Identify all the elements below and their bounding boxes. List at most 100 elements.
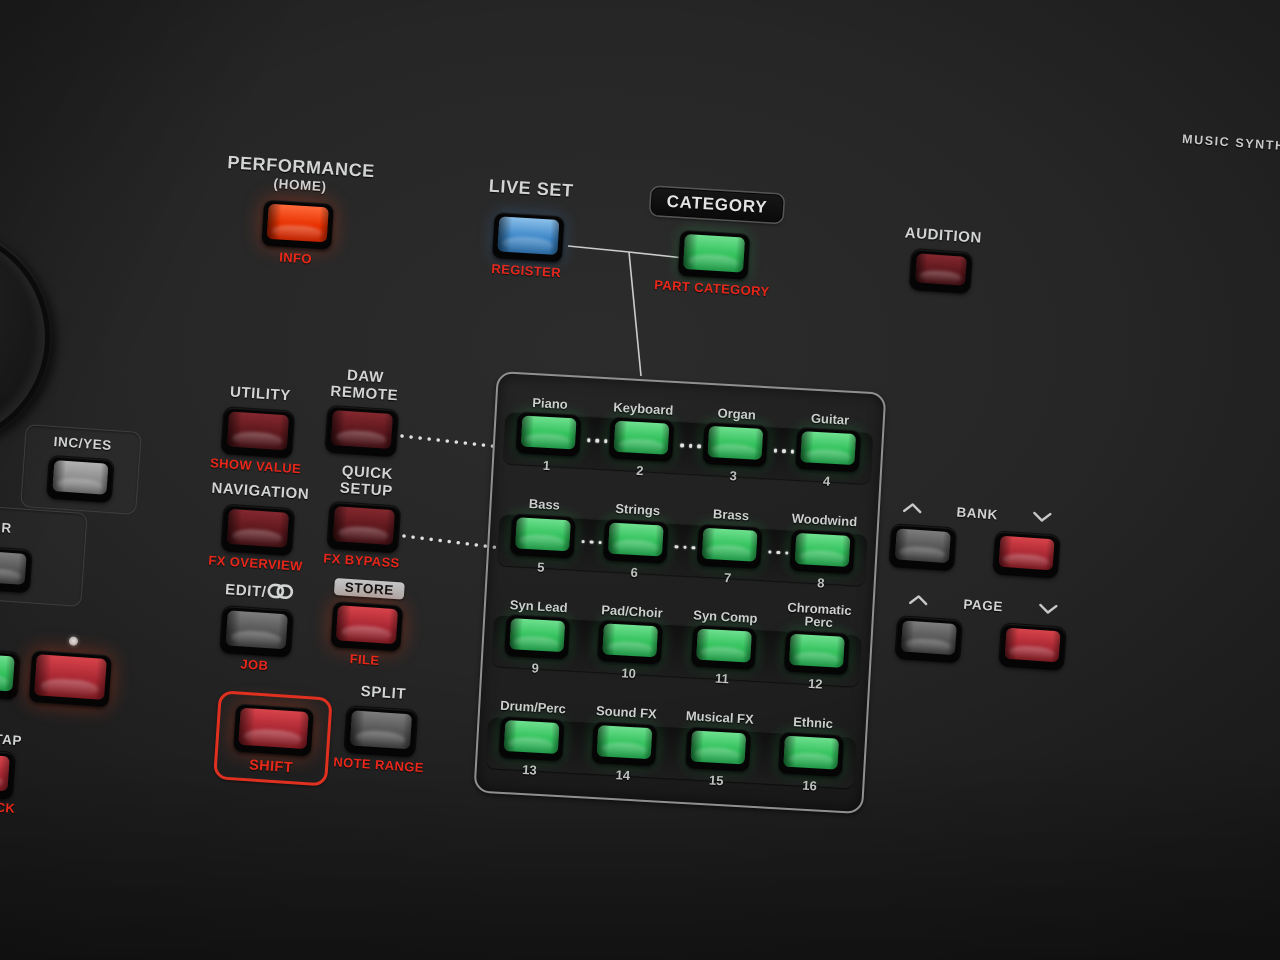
page-group: PAGE <box>893 591 1069 670</box>
cell-label: Bass <box>528 496 561 513</box>
cell-label: Sound FX <box>595 703 658 722</box>
page-down-button[interactable] <box>999 623 1066 670</box>
edit-label: EDIT/ <box>224 580 294 604</box>
category-button-10[interactable] <box>597 619 664 665</box>
data-dial[interactable] <box>0 228 50 446</box>
partial-left-label: R <box>0 520 13 536</box>
split-group: SPLIT NOTE RANGE <box>326 682 436 775</box>
cell-label: Musical FX <box>685 708 755 728</box>
performance-group: PERFORMANCE (HOME) INFO <box>185 150 411 272</box>
bank-group: BANK <box>887 499 1063 578</box>
cell-label: Syn Lead <box>509 596 568 616</box>
store-shift-label: FILE <box>349 651 380 669</box>
category-button-15[interactable] <box>684 725 752 772</box>
quick-setup-label: QUICK SETUP <box>339 462 394 500</box>
inc-yes-label: INC/YES <box>53 433 113 454</box>
category-button-16[interactable] <box>778 730 845 777</box>
category-button-6[interactable] <box>602 517 670 564</box>
category-button-13[interactable] <box>498 715 565 761</box>
sequencer-red-button[interactable] <box>28 649 113 708</box>
store-button[interactable] <box>330 600 404 652</box>
category-button-4[interactable] <box>795 426 862 473</box>
led-indicator <box>68 636 79 646</box>
cell-number: 6 <box>630 564 639 580</box>
performance-sublabel: (HOME) <box>273 176 328 195</box>
bank-up-icon <box>902 500 923 519</box>
store-plaque: STORE <box>334 578 405 600</box>
bank-down-button[interactable] <box>993 531 1060 578</box>
cell-label: Brass <box>712 506 750 524</box>
navigation-label: NAVIGATION <box>210 479 310 504</box>
grid-cell: Guitar 4 <box>779 395 878 502</box>
cell-number: 14 <box>615 766 631 783</box>
cell-label: Strings <box>614 501 661 519</box>
page-up-button[interactable] <box>895 616 963 663</box>
bank-up-button[interactable] <box>889 524 957 571</box>
category-button[interactable] <box>677 229 751 280</box>
partial-tap-label: /TAP <box>0 731 23 749</box>
utility-button[interactable] <box>221 406 295 458</box>
category-button-9[interactable] <box>503 613 571 660</box>
category-grid: Piano 1 Keyboard 2 Organ 3 Guitar 4 <box>473 371 887 815</box>
partial-green-button[interactable] <box>0 648 21 699</box>
inc-yes-button[interactable] <box>46 455 114 503</box>
daw-remote-group: DAW REMOTE <box>312 366 413 457</box>
partial-lock-label: OCK <box>0 798 16 816</box>
shift-button[interactable] <box>232 703 314 757</box>
partial-red-button[interactable] <box>0 747 16 799</box>
cell-number: 15 <box>708 771 724 788</box>
cell-label: Ethnic <box>792 714 834 732</box>
live-set-button[interactable] <box>491 212 565 263</box>
navigation-button[interactable] <box>221 504 295 555</box>
audition-button[interactable] <box>909 248 973 293</box>
cell-label: Organ <box>717 405 757 423</box>
edit-button[interactable] <box>220 605 294 657</box>
grid-cell: Syn Lead 9 <box>488 582 587 689</box>
live-set-shift-label: REGISTER <box>490 261 562 281</box>
grid-cell: Piano 1 <box>499 379 598 486</box>
category-button-11[interactable] <box>690 624 757 670</box>
edit-shift-label: JOB <box>239 656 269 673</box>
page-up-icon <box>908 592 929 611</box>
category-button-8[interactable] <box>789 528 856 574</box>
live-set-group: LIVE SET REGISTER <box>456 174 602 283</box>
cell-number: 12 <box>807 675 823 692</box>
utility-label: UTILITY <box>229 383 292 405</box>
category-button-7[interactable] <box>696 522 763 569</box>
grid-cell: Woodwind 8 <box>773 496 872 603</box>
performance-button[interactable] <box>261 199 334 250</box>
cell-number: 13 <box>521 761 538 778</box>
cell-number: 8 <box>816 574 825 591</box>
category-button-14[interactable] <box>591 720 658 766</box>
bank-label: BANK <box>955 504 999 523</box>
navigation-shift-label: FX OVERVIEW <box>207 552 304 574</box>
cell-number: 1 <box>542 457 551 474</box>
inc-yes-group: INC/YES <box>20 424 142 515</box>
audition-group: AUDITION <box>880 224 1004 295</box>
split-shift-label: NOTE RANGE <box>332 754 425 776</box>
grid-cell: Strings 6 <box>587 486 686 593</box>
cell-label: Chromatic Perc <box>786 599 853 630</box>
utility-shift-label: SHOW VALUE <box>209 455 302 477</box>
quick-setup-button[interactable] <box>327 501 401 553</box>
quick-setup-group: QUICK SETUP FX BYPASS <box>311 462 418 571</box>
category-button-1[interactable] <box>515 411 582 457</box>
grid-cell: Pad/Choir 10 <box>581 587 680 694</box>
grid-cell: Organ 3 <box>686 390 785 497</box>
category-button-3[interactable] <box>701 421 769 468</box>
grid-cell: Brass 7 <box>680 491 779 598</box>
category-button-5[interactable] <box>509 512 576 559</box>
audition-label: AUDITION <box>904 224 983 247</box>
partial-left-button[interactable] <box>0 545 32 593</box>
category-button-12[interactable] <box>783 629 851 676</box>
daw-remote-button[interactable] <box>325 405 399 456</box>
navigation-group: NAVIGATION FX OVERVIEW <box>196 480 319 574</box>
edit-group: EDIT/ JOB <box>202 579 312 675</box>
split-button[interactable] <box>344 705 418 757</box>
grid-row-4: Drum/Perc 13 Sound FX 14 Musical FX 15 E… <box>482 683 861 805</box>
cell-number: 10 <box>620 665 637 682</box>
category-group: CATEGORY PART CATEGORY <box>632 186 798 301</box>
category-button-2[interactable] <box>608 416 675 462</box>
grid-cell: Chromatic Perc 12 <box>768 598 867 705</box>
